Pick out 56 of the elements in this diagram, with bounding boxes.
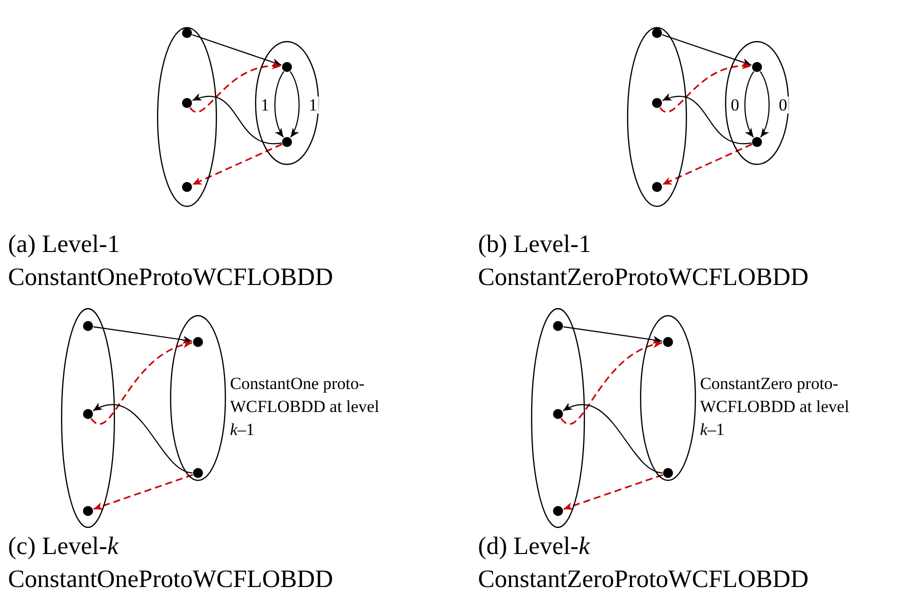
dot — [752, 62, 762, 72]
edge-label: 1 — [308, 96, 318, 114]
ellipse — [640, 315, 696, 481]
arrow — [563, 326, 662, 344]
dot — [83, 409, 93, 419]
arrow — [192, 34, 282, 66]
arrow — [659, 62, 752, 113]
dot — [652, 28, 662, 38]
dot — [193, 468, 203, 478]
arrow — [93, 474, 194, 510]
ellipse — [170, 315, 226, 481]
dot — [182, 98, 192, 108]
arrow — [274, 71, 284, 138]
dot — [553, 506, 563, 516]
dot — [182, 28, 192, 38]
arrow — [189, 62, 282, 113]
caption: (b) Level-1 ConstantZeroProtoWCFLOBDD — [478, 230, 810, 293]
dot — [193, 337, 203, 347]
arrow — [192, 144, 282, 186]
ellipse — [61, 308, 115, 528]
arrow — [192, 94, 282, 144]
dot — [553, 321, 563, 331]
arrow — [563, 474, 664, 510]
ellipse — [627, 27, 687, 207]
dot — [553, 409, 563, 419]
arrow — [662, 144, 752, 186]
caption: (c) Level-k ConstantOneProtoWCFLOBDD — [8, 532, 334, 595]
dot — [83, 321, 93, 331]
arrow — [760, 71, 770, 138]
arrow — [290, 71, 300, 138]
annotation-text: ConstantZero proto-WCFLOBDD at level k–1 — [700, 373, 850, 441]
dot — [282, 137, 292, 147]
caption: (a) Level-1 ConstantOneProtoWCFLOBDD — [8, 230, 334, 293]
dot — [663, 468, 673, 478]
arrow — [562, 403, 663, 474]
dot — [752, 137, 762, 147]
arrow — [90, 341, 192, 425]
arrow — [744, 71, 754, 138]
arrow — [93, 326, 192, 344]
dot — [652, 98, 662, 108]
caption: (d) Level-k ConstantZeroProtoWCFLOBDD — [478, 532, 810, 595]
edge-label: 0 — [730, 96, 740, 114]
dot — [652, 182, 662, 192]
arrow — [560, 341, 662, 425]
ellipse — [157, 27, 217, 207]
arrow — [662, 34, 752, 66]
edge-label: 1 — [260, 96, 270, 114]
dot — [182, 182, 192, 192]
annotation-text: ConstantOne proto-WCFLOBDD at level k–1 — [230, 373, 380, 441]
arrow — [662, 94, 752, 144]
ellipse — [531, 308, 585, 528]
dot — [282, 62, 292, 72]
edge-label: 0 — [778, 96, 788, 114]
dot — [83, 506, 93, 516]
dot — [663, 337, 673, 347]
arrow — [92, 403, 193, 474]
